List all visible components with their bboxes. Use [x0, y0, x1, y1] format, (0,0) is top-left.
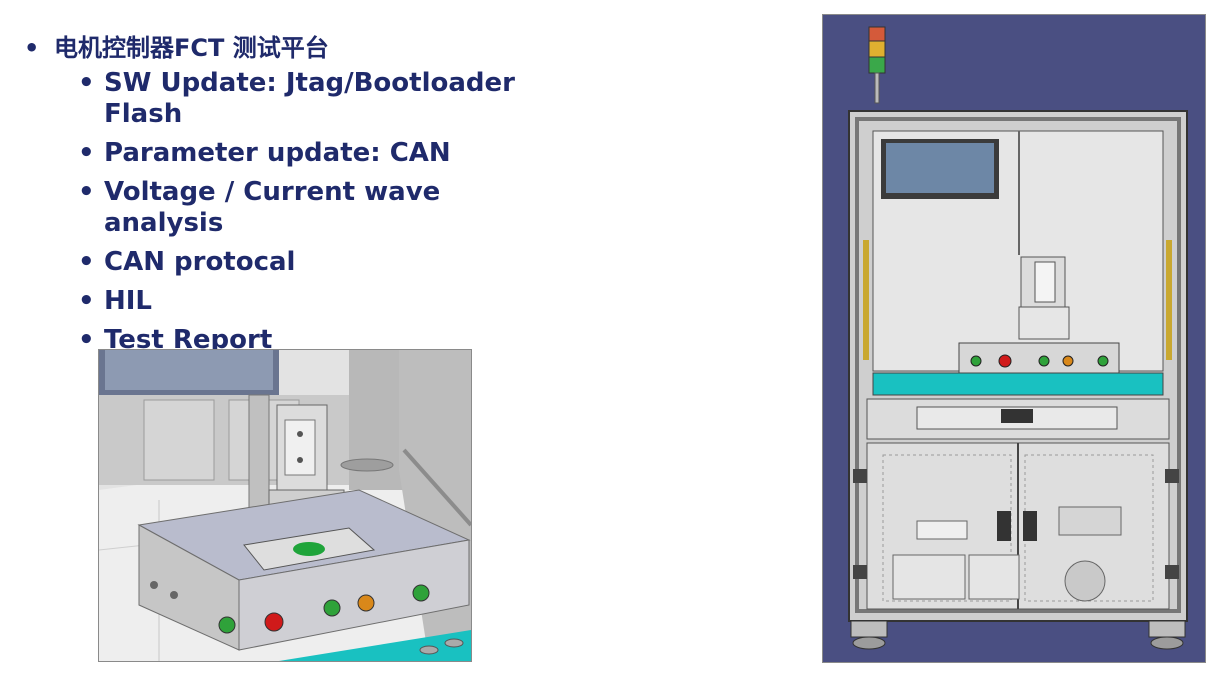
bullet-dot-icon: •	[24, 34, 40, 62]
bullet-dot-icon: •	[78, 286, 95, 316]
green-pad-icon	[293, 542, 325, 556]
bullet-dot-icon: •	[78, 177, 95, 207]
slide-heading: 电机控制器FCT 测试平台	[54, 34, 329, 62]
fixture-drawing	[99, 350, 471, 661]
list-item-text: Voltage / Current wave analysis	[104, 177, 441, 238]
list-item: • HIL	[78, 286, 582, 317]
list-item: • SW Update: Jtag/Bootloader Flash	[78, 68, 582, 130]
bullet-dot-icon: •	[78, 325, 95, 355]
bullet-dot-icon: •	[78, 68, 95, 98]
sub-bullet-list: • SW Update: Jtag/Bootloader Flash • Par…	[78, 68, 582, 356]
list-item-text: Parameter update: CAN	[104, 138, 451, 168]
cabinet-drawing	[823, 15, 1205, 662]
heading-bullet: • 电机控制器FCT 测试平台	[22, 32, 582, 64]
bullet-dot-icon: •	[78, 247, 95, 277]
list-item: • Voltage / Current wave analysis	[78, 177, 582, 239]
list-item-text: SW Update: Jtag/Bootloader Flash	[104, 68, 515, 129]
list-item: • CAN protocal	[78, 247, 582, 278]
list-item-text: HIL	[104, 286, 153, 316]
list-item: • Parameter update: CAN	[78, 138, 582, 169]
bullet-list: • 电机控制器FCT 测试平台 • SW Update: Jtag/Bootlo…	[22, 32, 582, 364]
bullet-dot-icon: •	[78, 138, 95, 168]
test-cabinet-cad-drawing	[822, 14, 1206, 663]
fixture-3d-render	[98, 349, 472, 662]
list-item-text: CAN protocal	[104, 247, 296, 277]
